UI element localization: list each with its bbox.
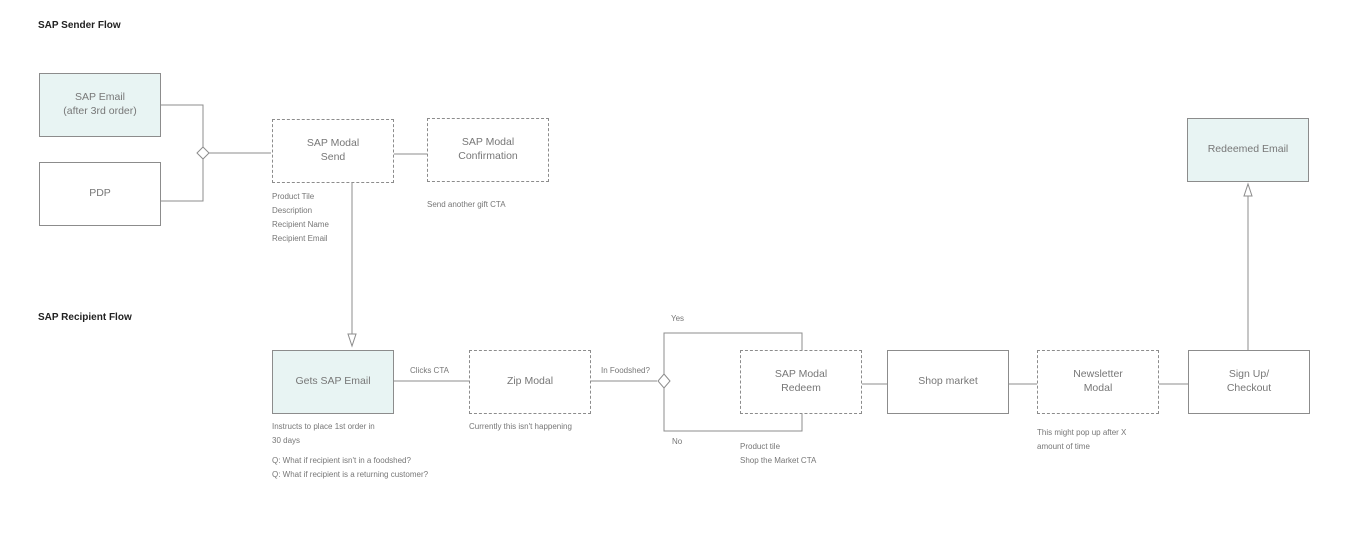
- zip-note: Currently this isn't happening: [469, 422, 572, 431]
- sap-modal-send-box: SAP Modal Send: [272, 119, 394, 183]
- yes-label: Yes: [671, 314, 685, 323]
- pdp-box: PDP: [39, 162, 161, 226]
- clicks-cta-label: Clicks CTA: [410, 366, 449, 375]
- sap-modal-confirmation-box: SAP Modal Confirmation: [427, 118, 549, 182]
- shop-market-box: Shop market: [887, 350, 1009, 414]
- newsletter-notes: This might pop up after X amount of time: [1037, 426, 1126, 454]
- note-line: Product tile: [740, 442, 781, 451]
- note-line: 30 days: [272, 436, 301, 445]
- sap-modal-redeem-box: SAP Modal Redeem: [740, 350, 862, 414]
- foodshed-decision-diamond: [657, 373, 671, 389]
- newsletter-modal-box: Newsletter Modal: [1037, 350, 1159, 414]
- open-questions: Q: What if recipient isn't in a foodshed…: [272, 454, 428, 482]
- redeem-notes: Product tile Shop the Market CTA: [740, 440, 816, 468]
- in-foodshed-label: In Foodshed?: [601, 366, 650, 375]
- confirmation-note: Send another gift CTA: [427, 200, 506, 209]
- note-line: Recipient Name: [272, 220, 329, 229]
- gets-sap-email-box: Gets SAP Email: [272, 350, 394, 414]
- signup-checkout-box: Sign Up/ Checkout: [1188, 350, 1310, 414]
- note-line: This might pop up after X: [1037, 428, 1127, 437]
- zip-modal-box: Zip Modal: [469, 350, 591, 414]
- note-line: Product Tile: [272, 192, 315, 201]
- recipient-flow-title: SAP Recipient Flow: [38, 312, 132, 323]
- sap-email-box: SAP Email (after 3rd order): [39, 73, 161, 137]
- sender-flow-title: SAP Sender Flow: [38, 20, 121, 31]
- modal-send-notes: Product Tile Description Recipient Name …: [272, 190, 329, 246]
- arrow-up-icon: [1243, 182, 1253, 197]
- gets-email-notes: Instructs to place 1st order in 30 days: [272, 420, 375, 448]
- no-label: No: [672, 437, 683, 446]
- question-line: Q: What if recipient isn't in a foodshed…: [272, 456, 411, 465]
- note-line: Shop the Market CTA: [740, 456, 817, 465]
- note-line: Description: [272, 206, 313, 215]
- redeemed-email-box: Redeemed Email: [1187, 118, 1309, 182]
- note-line: amount of time: [1037, 442, 1090, 451]
- merge-diamond: [196, 146, 210, 160]
- arrow-down-icon: [347, 333, 357, 348]
- note-line: Recipient Email: [272, 234, 328, 243]
- note-line: Instructs to place 1st order in: [272, 422, 375, 431]
- question-line: Q: What if recipient is a returning cust…: [272, 470, 429, 479]
